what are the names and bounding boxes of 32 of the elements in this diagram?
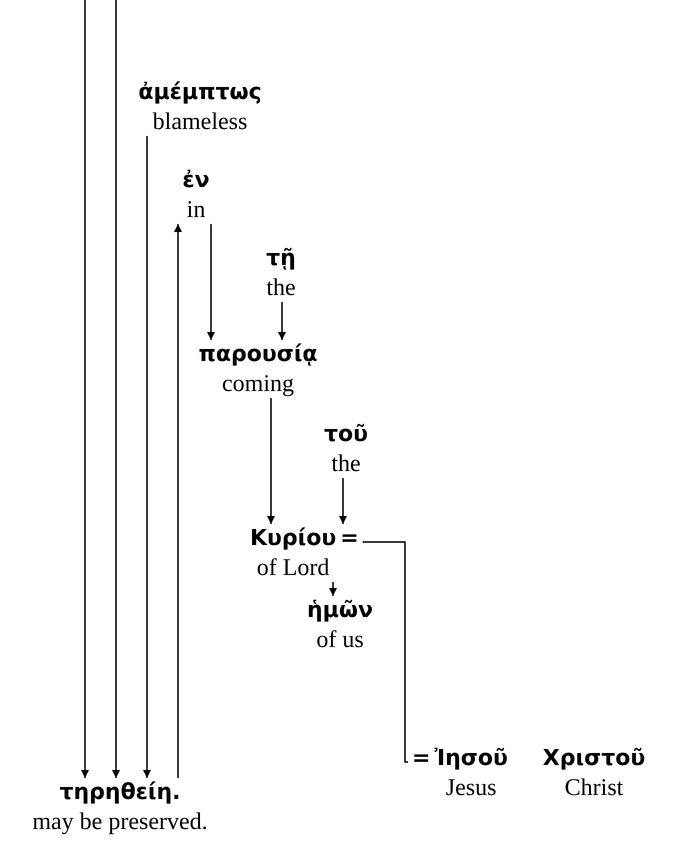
greek-word: τοῦ xyxy=(324,421,368,449)
arrow xyxy=(267,398,275,524)
arrow xyxy=(278,302,286,340)
english-gloss: in xyxy=(186,196,206,224)
arrow xyxy=(143,136,151,778)
arrow xyxy=(112,0,120,778)
english-gloss: coming xyxy=(222,370,294,398)
greek-word: Χριστοῦ xyxy=(542,745,646,773)
equals-sign: = xyxy=(339,525,360,553)
english-gloss: may be preserved. xyxy=(32,808,208,836)
english-gloss: of us xyxy=(316,626,364,654)
english-gloss: Jesus xyxy=(446,774,496,802)
english-gloss: blameless xyxy=(152,108,248,136)
english-gloss: Christ xyxy=(564,774,624,802)
arrow xyxy=(174,224,182,778)
greek-word: ἀμέμπτως xyxy=(138,79,262,107)
english-gloss: the xyxy=(266,274,296,302)
equals-sign: = xyxy=(411,745,432,773)
arrow xyxy=(81,0,89,778)
greek-word: τῇ xyxy=(266,245,296,273)
greek-word: Κυρίου xyxy=(250,525,336,553)
apposition-line xyxy=(362,541,408,763)
greek-word: ἡμῶν xyxy=(307,597,373,625)
english-gloss: of Lord xyxy=(256,554,330,582)
greek-word: Ἰησοῦ xyxy=(434,745,508,773)
english-gloss: the xyxy=(331,450,361,478)
greek-word: τηρηθείη. xyxy=(59,779,181,807)
greek-word: παρουσίᾳ xyxy=(198,341,318,369)
arrow xyxy=(329,582,337,596)
greek-word: ἐν xyxy=(182,167,210,195)
arrow xyxy=(339,478,347,524)
arrow xyxy=(207,224,215,340)
